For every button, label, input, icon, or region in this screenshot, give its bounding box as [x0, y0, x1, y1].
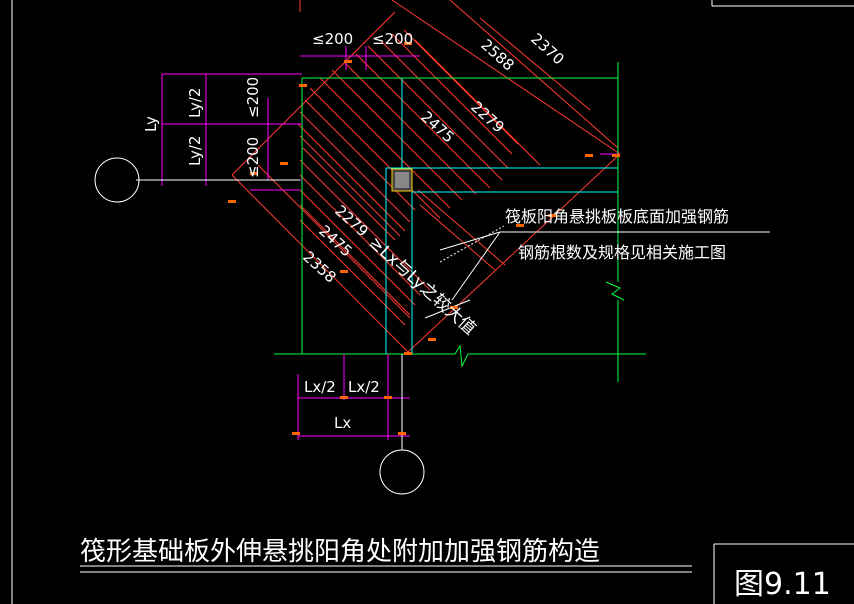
dim-ly: Ly [142, 116, 160, 132]
figure-number: 图9.11 [734, 567, 831, 602]
dim-ly-half-b: Ly/2 [186, 136, 204, 166]
diagonal-rebars [231, 0, 621, 353]
dim-lx-half-a: Lx/2 [304, 378, 336, 396]
dim-le200-a: ≤200 [312, 30, 353, 48]
dim-le200-b: ≤200 [372, 30, 413, 48]
dim-2279-top: 2279 [467, 98, 507, 137]
rebar-leader [439, 225, 505, 263]
figure-title: 筏形基础板外伸悬挑阳角处附加加强钢筋构造 [80, 537, 600, 567]
beam-lines [385, 78, 618, 354]
dim-lx-half-b: Lx/2 [348, 378, 380, 396]
axis-bubble-bottom [379, 449, 425, 495]
axis-bubble-left [94, 157, 140, 203]
dim-ly-half-a: Ly/2 [186, 88, 204, 118]
dimension-texts: ≤200 ≤200 ≤200 ≤200 Ly Ly/2 Ly/2 Lx/2 Lx… [142, 30, 413, 432]
rebar-note-line1: 筏板阳角悬挑板板底面加强钢筋 [505, 207, 729, 226]
frame [11, 0, 854, 604]
dim-le200-d: ≤200 [244, 137, 262, 178]
rebar-note-line2: 钢筋根数及规格见相关施工图 [518, 243, 726, 262]
dim-le200-c: ≤200 [244, 77, 262, 118]
dim-lx: Lx [334, 414, 351, 432]
leader-lines [80, 179, 854, 604]
tick-marks [228, 42, 620, 435]
corner-column [391, 168, 413, 192]
